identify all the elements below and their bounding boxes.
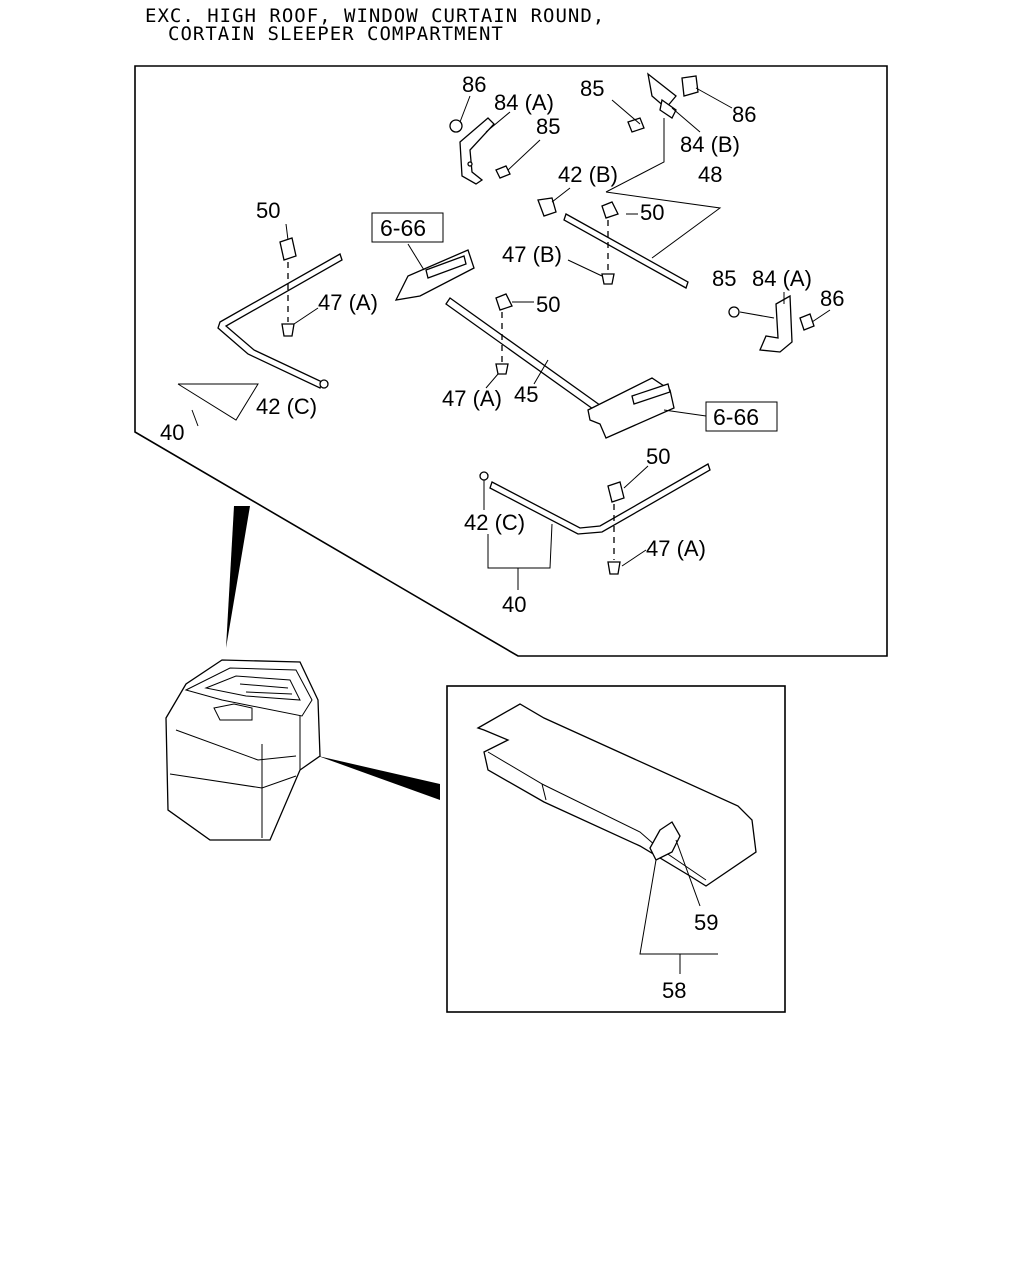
bracket-84a-right — [728, 294, 815, 353]
label-58: 58 — [662, 978, 686, 1003]
label-42c-b: 42 (C) — [464, 510, 525, 535]
label-84a-a: 84 (A) — [494, 90, 554, 115]
label-47a-a: 47 (A) — [318, 290, 378, 315]
label-48: 48 — [698, 162, 722, 187]
main-frame — [134, 65, 888, 657]
rail-48 — [563, 201, 689, 289]
pointer-wedge-right — [318, 756, 440, 800]
label-84b: 84 (B) — [680, 132, 740, 157]
rail-45 — [445, 293, 605, 415]
rail-40-left — [217, 237, 343, 389]
label-50-a: 50 — [256, 198, 280, 223]
label-47a-c: 47 (A) — [646, 536, 706, 561]
label-42b: 42 (B) — [558, 162, 618, 187]
label-50-d: 50 — [646, 444, 670, 469]
label-85-a: 85 — [536, 114, 560, 139]
ref-6-66-lower: 6-66 — [713, 404, 759, 430]
trim-lower-right — [587, 377, 675, 439]
label-47b: 47 (B) — [502, 242, 562, 267]
curtain-58 — [476, 703, 757, 887]
label-42c-a: 42 (C) — [256, 394, 317, 419]
label-40-a: 40 — [160, 420, 184, 445]
label-59: 59 — [694, 910, 718, 935]
pointer-wedge-upper — [226, 506, 250, 648]
header-line-1: EXC. HIGH ROOF, WINDOW CURTAIN ROUND, — [145, 5, 605, 27]
label-85-b: 85 — [580, 76, 604, 101]
label-45: 45 — [514, 382, 538, 407]
label-50-c: 50 — [536, 292, 560, 317]
label-50-b: 50 — [640, 200, 664, 225]
trim-upper-left — [394, 249, 475, 301]
cab-illustration — [165, 659, 321, 841]
label-47a-b: 47 (A) — [442, 386, 502, 411]
label-85-c: 85 — [712, 266, 736, 291]
header-line-2: CORTAIN SLEEPER COMPARTMENT — [168, 23, 504, 45]
label-86-c: 86 — [820, 286, 844, 311]
ref-box-lower — [705, 401, 778, 432]
rail-40-lower — [479, 463, 711, 575]
ref-box-upper — [371, 212, 444, 243]
ref-6-66-upper: 6-66 — [380, 215, 426, 241]
bracket-84b — [627, 72, 699, 133]
label-40-b: 40 — [502, 592, 526, 617]
label-84a-b: 84 (A) — [752, 266, 812, 291]
detail-frame — [446, 685, 786, 1013]
bracket-84a-top — [449, 117, 511, 185]
clip-42b — [537, 197, 557, 217]
label-86-a: 86 — [462, 72, 486, 97]
label-86-b: 86 — [732, 102, 756, 127]
